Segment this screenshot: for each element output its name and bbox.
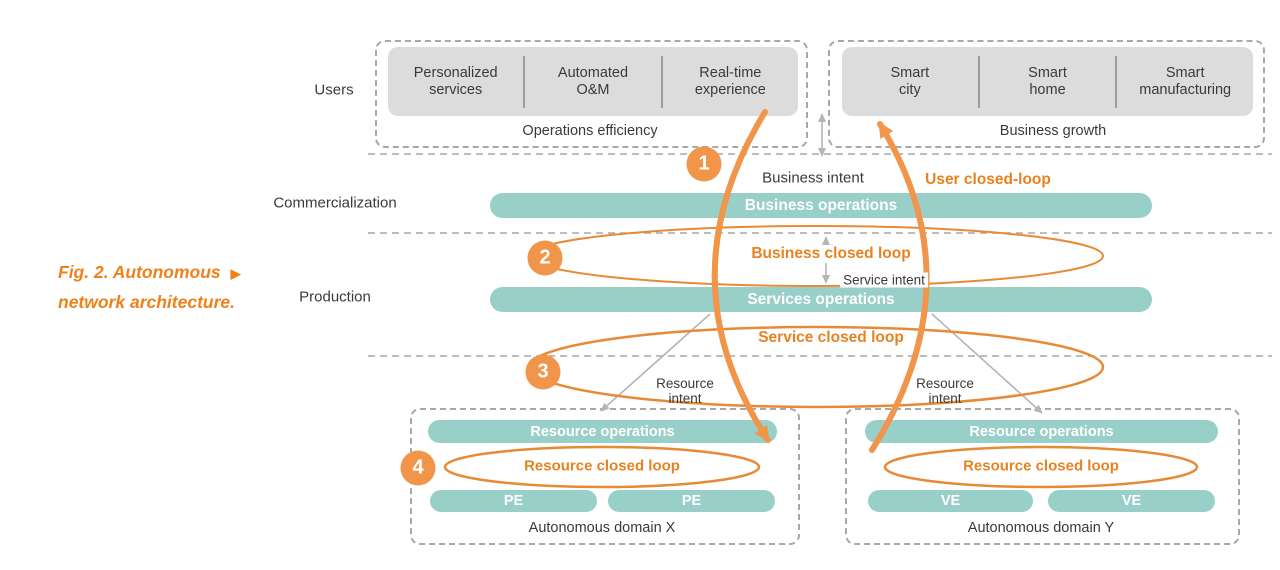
figure-caption-line2: network architecture. <box>58 292 235 312</box>
item-smart-manufacturing: Smart manufacturing <box>1117 47 1253 116</box>
resource-intent-label-right: Resource intent <box>916 376 974 406</box>
operations-efficiency-panel: Personalized services Automated O&M Real… <box>388 47 798 116</box>
autonomous-domain-x-caption: Autonomous domain X <box>528 520 676 536</box>
resource-intent-label-left: Resource intent <box>656 376 714 406</box>
step-circle-3: 3 <box>525 354 561 390</box>
service-intent-label: Service intent <box>840 272 928 288</box>
item-divider <box>1115 55 1118 108</box>
business-closed-loop-label: Business closed loop <box>748 245 914 263</box>
figure-caption-line1: Fig. 2. Autonomous <box>58 262 221 282</box>
step-circle-4: 4 <box>400 450 436 486</box>
item-personalized-services: Personalized services <box>388 47 523 116</box>
user-closed-loop-label: User closed-loop <box>925 171 1051 188</box>
resource-operations-bar-y: Resource operations <box>865 420 1218 443</box>
item-automated-om: Automated O&M <box>525 47 660 116</box>
figure-caption: Fig. 2. Autonomous ▶ network architecture… <box>58 258 241 316</box>
item-line: Smart <box>890 64 930 81</box>
business-growth-panel: Smart city Smart home Smart manufacturin… <box>842 47 1253 116</box>
item-line: Personalized <box>413 64 498 81</box>
item-line: Real-time <box>699 64 762 81</box>
item-line: O&M <box>576 81 610 98</box>
intent-line: intent <box>928 391 962 406</box>
step-circle-1: 1 <box>686 146 722 182</box>
item-line: experience <box>694 81 766 98</box>
layer-label-production: Production <box>299 288 371 306</box>
step-circle-2: 2 <box>527 240 563 276</box>
layer-label-commercialization: Commercialization <box>273 194 397 212</box>
ve-bar-1: VE <box>868 490 1033 512</box>
business-growth-container <box>828 40 1265 148</box>
item-smart-city: Smart city <box>842 47 978 116</box>
user-loop-down-arrow <box>711 109 771 443</box>
intent-line: Resource <box>916 376 974 391</box>
item-divider <box>977 55 980 108</box>
intent-line: intent <box>668 391 702 406</box>
pe-bar-2: PE <box>608 490 775 512</box>
pe-bar-1: PE <box>430 490 597 512</box>
item-line: home <box>1029 81 1066 98</box>
item-realtime-experience: Real-time experience <box>663 47 798 116</box>
resource-operations-bar-x: Resource operations <box>428 420 777 443</box>
ve-bar-2: VE <box>1048 490 1215 512</box>
item-line: services <box>429 81 483 98</box>
item-line: Smart <box>1028 64 1067 81</box>
autonomous-domain-y-caption: Autonomous domain Y <box>967 520 1115 536</box>
operations-efficiency-container <box>375 40 808 148</box>
item-divider <box>523 55 526 108</box>
item-smart-home: Smart home <box>980 47 1116 116</box>
intent-line: Resource <box>656 376 714 391</box>
operations-efficiency-caption: Operations efficiency <box>522 123 658 139</box>
item-line: manufacturing <box>1139 81 1232 98</box>
resource-closed-loop-label-y: Resource closed loop <box>963 457 1119 475</box>
item-line: Automated <box>557 64 629 81</box>
layer-label-users: Users <box>314 81 354 99</box>
business-growth-caption: Business growth <box>999 123 1107 139</box>
item-line: city <box>898 81 921 98</box>
resource-closed-loop-label-x: Resource closed loop <box>524 457 680 475</box>
item-divider <box>660 55 663 108</box>
figure-pointer-icon: ▶ <box>230 266 241 281</box>
business-operations-bar: Business operations <box>490 193 1152 218</box>
services-operations-bar: Services operations <box>490 287 1152 312</box>
service-closed-loop-label: Service closed loop <box>758 329 904 346</box>
item-line: Smart <box>1165 64 1205 81</box>
business-intent-label: Business intent <box>762 169 864 187</box>
